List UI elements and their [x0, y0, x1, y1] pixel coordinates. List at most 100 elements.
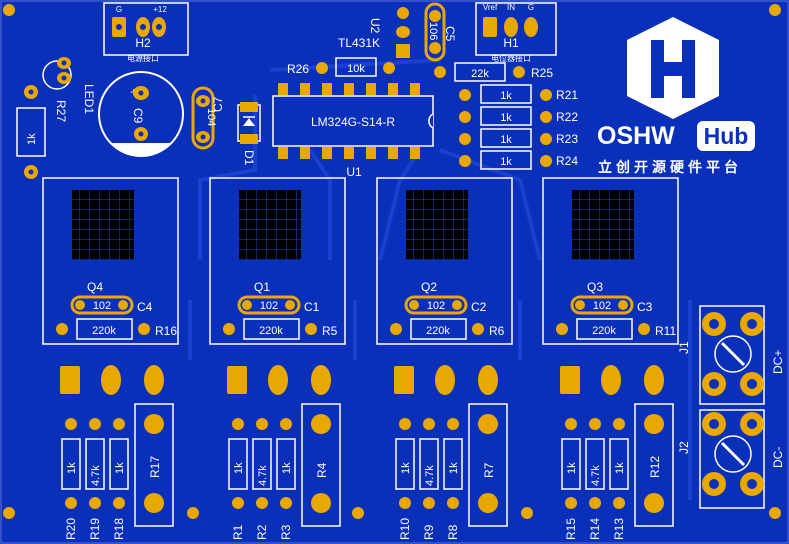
resistor-pad [613, 418, 625, 430]
mosfet-pin [394, 366, 414, 394]
resistor-value: 1k [400, 462, 412, 474]
cap-ref: C2 [471, 300, 487, 314]
r27-ref: R27 [54, 100, 68, 122]
heatsink-pad [72, 190, 134, 260]
resistor-value: 220k [592, 325, 616, 337]
resistor-body [243, 318, 300, 340]
sense-pad [311, 414, 331, 434]
sense-pad [144, 493, 164, 513]
resistor-pad [89, 418, 101, 430]
resistor-ref: R6 [489, 324, 505, 338]
r21-value: 1k [500, 90, 512, 102]
resistor-ref: R15 [564, 518, 578, 540]
resistor-body [85, 438, 105, 490]
cap-pad [75, 300, 85, 310]
resistor-pad [65, 497, 77, 509]
brand-hub: Hub [704, 123, 749, 149]
cap-pad [285, 300, 295, 310]
mosfet-pin [60, 366, 80, 394]
led1-ref: LED1 [82, 84, 96, 114]
mosfet-pin [311, 365, 331, 395]
mosfet-pin [101, 365, 121, 395]
resistor-ref: R3 [279, 524, 293, 540]
sense-resistor-ref: R7 [482, 462, 496, 478]
resistor-body [585, 438, 605, 490]
j2-ref: J2 [677, 441, 691, 454]
resistor-pad [256, 497, 268, 509]
d1-diode: D1 [237, 102, 261, 166]
resistor-value: 4.7k [424, 465, 436, 486]
r24-ref: R24 [556, 154, 578, 168]
resistor-value: 1k [114, 462, 126, 474]
cap-body [70, 295, 134, 315]
resistor-value: 220k [259, 325, 283, 337]
mosfet-pin [144, 365, 164, 395]
r27: 1k R27 [16, 85, 68, 179]
h1-pin-vref: Vref [483, 3, 498, 12]
cap-pad [618, 300, 628, 310]
cap-body [570, 295, 634, 315]
resistor-pad [613, 497, 625, 509]
mosfet-pin [435, 365, 455, 395]
sense-pad [144, 414, 164, 434]
h2-ref: H2 [135, 36, 151, 50]
led1: LED1 [42, 57, 96, 114]
resistor-pad [280, 497, 292, 509]
resistor-pad [280, 418, 292, 430]
sense-pad [644, 414, 664, 434]
sense-pad [478, 493, 498, 513]
resistor-body [576, 318, 633, 340]
resistor-body [252, 438, 272, 490]
cap-body [404, 295, 468, 315]
sense-resistor-ref: R12 [648, 456, 662, 478]
j1-net: DC+ [771, 350, 785, 374]
mosfet-outline [542, 177, 679, 345]
resistor-value: 1k [614, 462, 626, 474]
r22-value: 1k [500, 112, 512, 124]
resistor-value: 1k [448, 462, 460, 474]
resistor-body [609, 438, 629, 490]
cap-value: 102 [427, 300, 445, 312]
c7-capacitor: 104 C7 [191, 86, 225, 150]
sense-resistor-ref: R4 [315, 462, 329, 478]
resistor-body [61, 438, 81, 490]
resistor-ref: R13 [612, 518, 626, 540]
cap-ref: C1 [304, 300, 320, 314]
c5-value: 106 [427, 22, 439, 40]
h2-pin-g: G [116, 5, 122, 14]
resistor-body [561, 438, 581, 490]
mosfet-pin [560, 366, 580, 394]
j1-ref: J1 [677, 341, 691, 354]
c5-ref: C5 [443, 26, 457, 42]
mosfet-pin [478, 365, 498, 395]
mosfet-pin [268, 365, 288, 395]
resistor-pad [232, 418, 244, 430]
r21-ref: R21 [556, 88, 578, 102]
resistor-array-r21-r24: 1k R21 1k R22 1k R23 1k R24 [459, 84, 578, 170]
resistor-pad [399, 418, 411, 430]
resistor-pad [589, 497, 601, 509]
oshwhub-logo: OSHW Hub 立创开源硬件平台 [597, 17, 755, 175]
sense-pad [644, 493, 664, 513]
resistor-pad [256, 418, 268, 430]
d1-ref: D1 [242, 150, 256, 166]
r26-value: 10k [347, 63, 365, 75]
resistor-body [76, 318, 133, 340]
resistor-pad [589, 418, 601, 430]
resistor-pad [447, 418, 459, 430]
mosfet-pin [601, 365, 621, 395]
resistor-value: 1k [233, 462, 245, 474]
resistor-value: 1k [566, 462, 578, 474]
resistor-value: 1k [66, 462, 78, 474]
resistor-value: 4.7k [90, 465, 102, 486]
mounting-holes [3, 4, 781, 519]
cap-pad [452, 300, 462, 310]
resistor-ref: R16 [155, 324, 177, 338]
resistor-pad [113, 418, 125, 430]
sense-pad [478, 414, 498, 434]
resistor-pad [113, 497, 125, 509]
